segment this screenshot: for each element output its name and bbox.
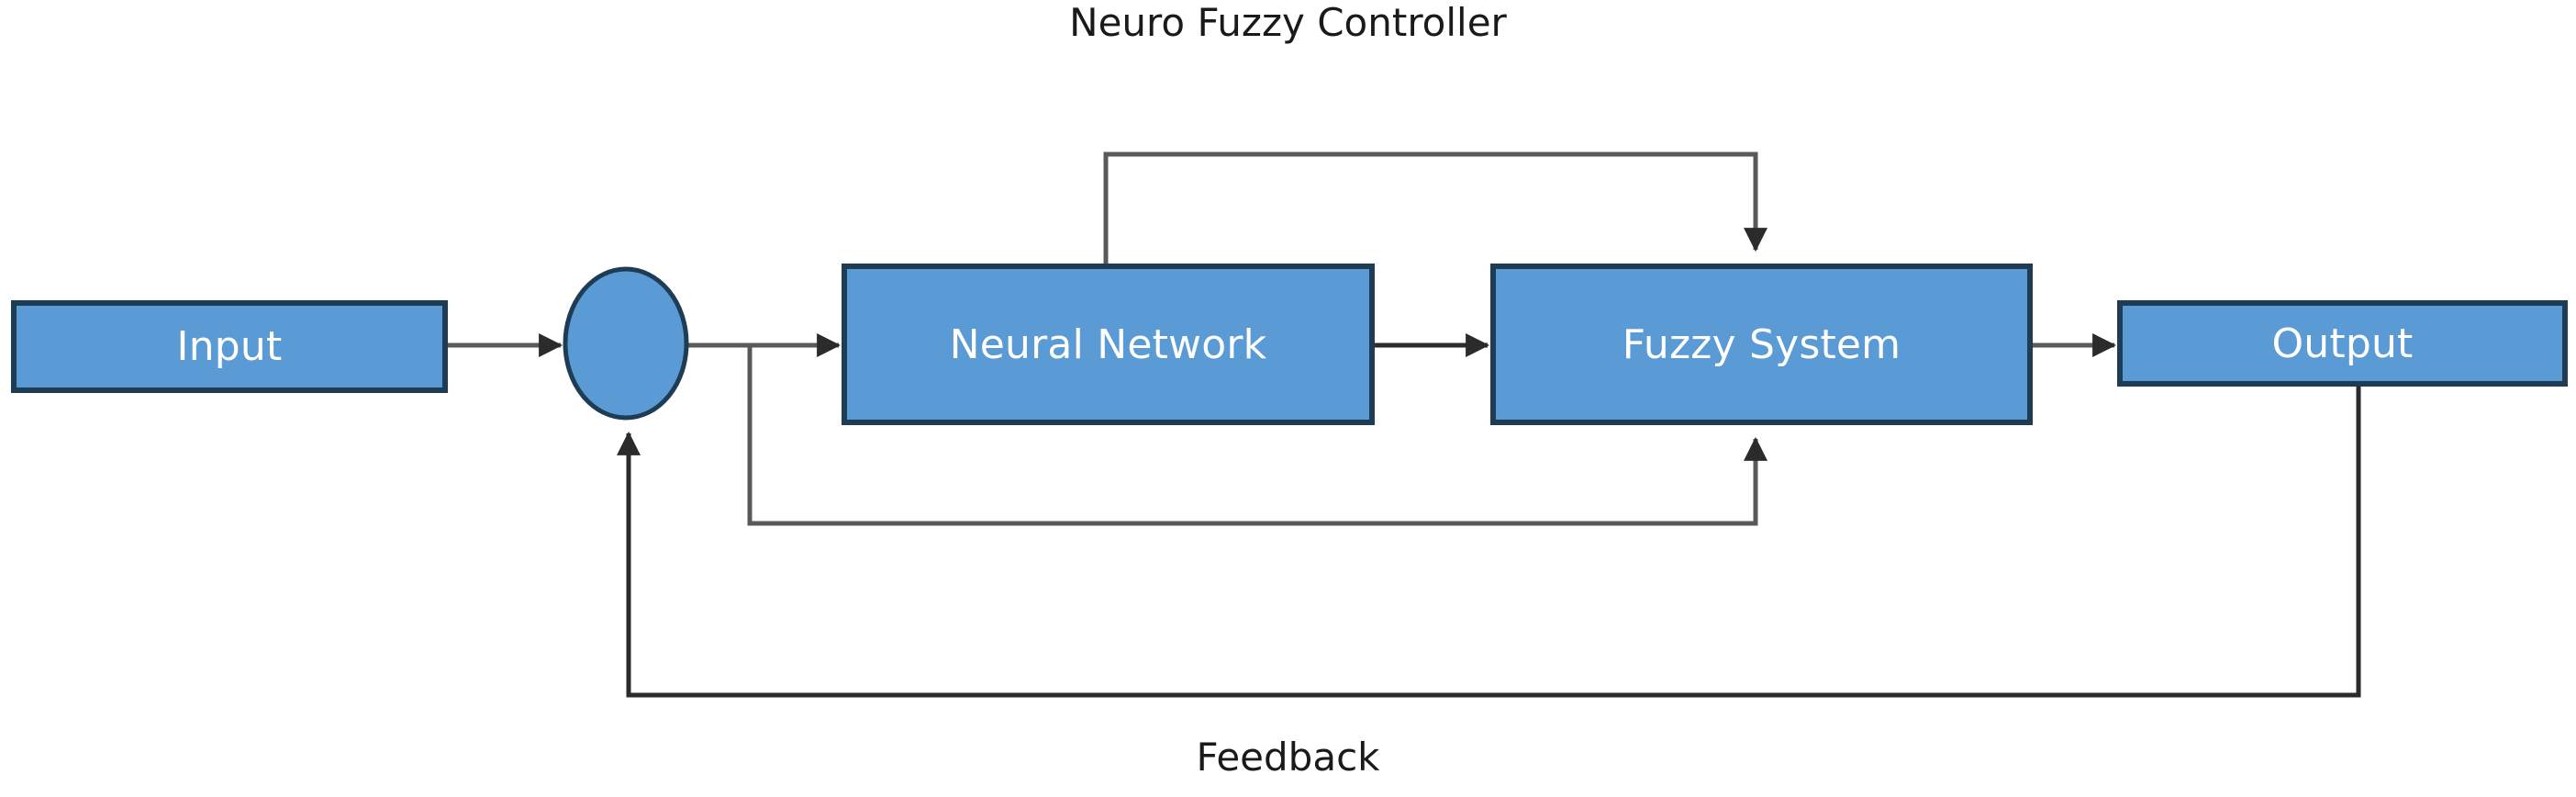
- feedback-label: Feedback: [1196, 735, 1380, 780]
- node-neural-network[interactable]: [842, 264, 1375, 425]
- connector-branch-to-fuzzy-bottom: [747, 345, 1768, 526]
- connector-output-feedback-to-summing: [617, 384, 2361, 698]
- node-output[interactable]: [2117, 300, 2568, 387]
- node-summing-junction[interactable]: [563, 266, 689, 421]
- node-input[interactable]: [11, 300, 448, 393]
- node-fuzzy-system[interactable]: [1490, 264, 2033, 425]
- connector-neural-top-to-fuzzy-top: [1103, 152, 1768, 266]
- diagram-title: Neuro Fuzzy Controller: [1069, 0, 1507, 45]
